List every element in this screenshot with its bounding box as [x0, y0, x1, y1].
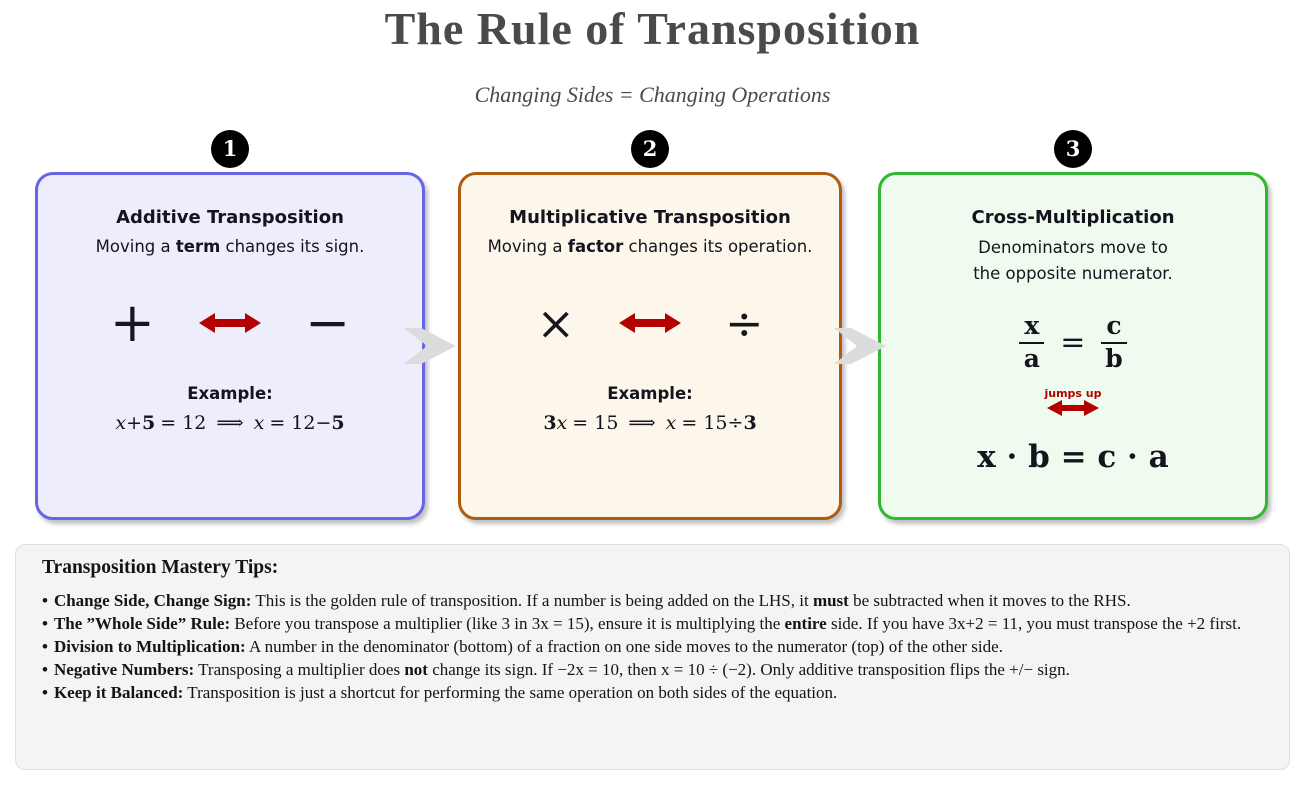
tip-text: Before you transpose a multiplier (like …: [230, 614, 785, 634]
card-cross-multiplication: Cross-Multiplication Denominators move t…: [878, 172, 1268, 520]
implies-arrow: ⟹: [216, 412, 244, 434]
tip-bold-word: not: [404, 660, 428, 680]
card-description: Moving a factor changes its operation.: [461, 237, 839, 256]
eq-num: 3: [543, 412, 557, 434]
eq-rhs: = 12: [269, 412, 316, 434]
eq-var: x: [665, 412, 677, 434]
tip-division-to-multiplication: •Division to Multiplication: A number in…: [42, 635, 1263, 658]
example-label: Example:: [607, 384, 693, 403]
card-title: Multiplicative Transposition: [509, 207, 791, 228]
tip-text: be subtracted when it moves to the RHS.: [848, 591, 1131, 610]
desc-text: changes its operation.: [623, 237, 813, 256]
card-description: Denominators move to the opposite numera…: [881, 235, 1265, 286]
double-arrow-icon: [199, 313, 261, 333]
symbol-row: × ÷: [461, 292, 839, 354]
numerator: c: [1101, 311, 1127, 344]
fraction-right: c b: [1101, 311, 1127, 374]
bullet: •: [42, 660, 48, 680]
bullet: •: [42, 591, 48, 610]
tip-lead: Division to Multiplication:: [53, 637, 246, 657]
eq-var: x: [556, 412, 568, 434]
tip-text: Transposing a multiplier does: [194, 660, 405, 680]
card-title: Additive Transposition: [116, 207, 344, 228]
step-badge-2: 2: [631, 130, 669, 168]
desc-bold-word: factor: [567, 237, 624, 256]
desc-line2: the opposite numerator.: [973, 263, 1173, 283]
example-equation: 3x= 15⟹x= 15÷3: [461, 412, 839, 434]
step-badge-1: 1: [211, 130, 249, 168]
tips-panel: Transposition Mastery Tips: • Change Side…: [15, 544, 1290, 770]
tip-text: Transposition is just a shortcut for per…: [183, 683, 838, 703]
card-additive-transposition: Additive Transposition Moving a term cha…: [35, 172, 425, 520]
tip-text: side. If you have 3x+2 = 11, you must tr…: [826, 614, 1242, 634]
jumps-up-annotation: jumps up: [881, 388, 1265, 421]
desc-bold-word: term: [175, 237, 221, 256]
double-arrow-icon: [1047, 399, 1099, 416]
tip-lead: Change Side, Change Sign:: [53, 591, 252, 610]
eq-num: 5: [331, 412, 345, 434]
example-equation: x+5= 12⟹x= 12−5: [38, 412, 422, 434]
denominator: a: [1023, 343, 1040, 373]
example-label: Example:: [187, 384, 273, 403]
plus-symbol: +: [109, 291, 155, 354]
bullet: •: [42, 637, 48, 657]
desc-text: Moving a: [487, 237, 568, 256]
minus-symbol: −: [305, 291, 351, 354]
tip-text: A number in the denominator (bottom) of …: [245, 637, 1003, 657]
chevron-right-icon: [404, 328, 456, 364]
tip-bold-word: entire: [784, 614, 827, 634]
eq-var: x: [253, 412, 265, 434]
times-symbol: ×: [536, 296, 575, 350]
fraction-equation: x a = c b: [881, 311, 1265, 374]
tip-change-side-change-sign: • Change Side, Change Sign: This is the g…: [42, 589, 1263, 612]
bullet: •: [42, 683, 48, 703]
tip-bold-word: must: [812, 591, 849, 610]
card-multiplicative-transposition: Multiplicative Transposition Moving a fa…: [458, 172, 842, 520]
desc-text: Moving a: [95, 237, 176, 256]
bullet: •: [42, 614, 48, 634]
desc-text: changes its sign.: [220, 237, 365, 256]
cross-product-equation: x · b = c · a: [977, 438, 1169, 475]
tip-text: change its sign. If −2x = 10, then x = 1…: [427, 660, 1070, 680]
tip-whole-side-rule: •The ”Whole Side” Rule: Before you trans…: [42, 612, 1263, 635]
divide-symbol: ÷: [725, 296, 764, 350]
symbol-row: + −: [38, 292, 422, 354]
tip-negative-numbers: •Negative Numbers: Transposing a multipl…: [42, 658, 1263, 681]
eq-op: ÷: [727, 412, 744, 434]
card-description: Moving a term changes its sign.: [38, 237, 422, 256]
double-arrow-icon: [619, 313, 681, 333]
eq-rhs: = 15: [681, 412, 728, 434]
chevron-right-icon: [834, 328, 886, 364]
jumps-up-label: jumps up: [1044, 386, 1102, 400]
desc-line1: Denominators move to: [978, 238, 1168, 257]
eq-rhs: = 12: [160, 412, 207, 434]
implies-arrow: ⟹: [628, 412, 656, 434]
eq-op: +: [126, 412, 142, 434]
eq-op: −: [315, 412, 332, 434]
card-title: Cross-Multiplication: [971, 207, 1175, 228]
numerator: x: [1019, 311, 1045, 344]
denominator: b: [1105, 343, 1123, 373]
eq-num: 3: [743, 412, 757, 434]
page-subtitle: Changing Sides = Changing Operations: [474, 82, 831, 107]
step-badge-3: 3: [1054, 130, 1092, 168]
eq-var: x: [115, 412, 127, 434]
tip-lead: Negative Numbers:: [53, 660, 195, 680]
tip-text: This is the golden rule of transposition…: [251, 591, 813, 610]
equals-sign: =: [1060, 325, 1086, 361]
tip-lead: Keep it Balanced:: [53, 683, 184, 703]
tip-lead: The ”Whole Side” Rule:: [53, 614, 231, 634]
eq-num: 5: [142, 412, 156, 434]
page-title: The Rule of Transposition: [384, 3, 921, 54]
eq-rhs: = 15: [572, 412, 619, 434]
tip-keep-it-balanced: •Keep it Balanced: Transposition is just…: [42, 681, 1263, 704]
fraction-left: x a: [1019, 311, 1045, 374]
tips-heading: Transposition Mastery Tips:: [42, 557, 279, 578]
